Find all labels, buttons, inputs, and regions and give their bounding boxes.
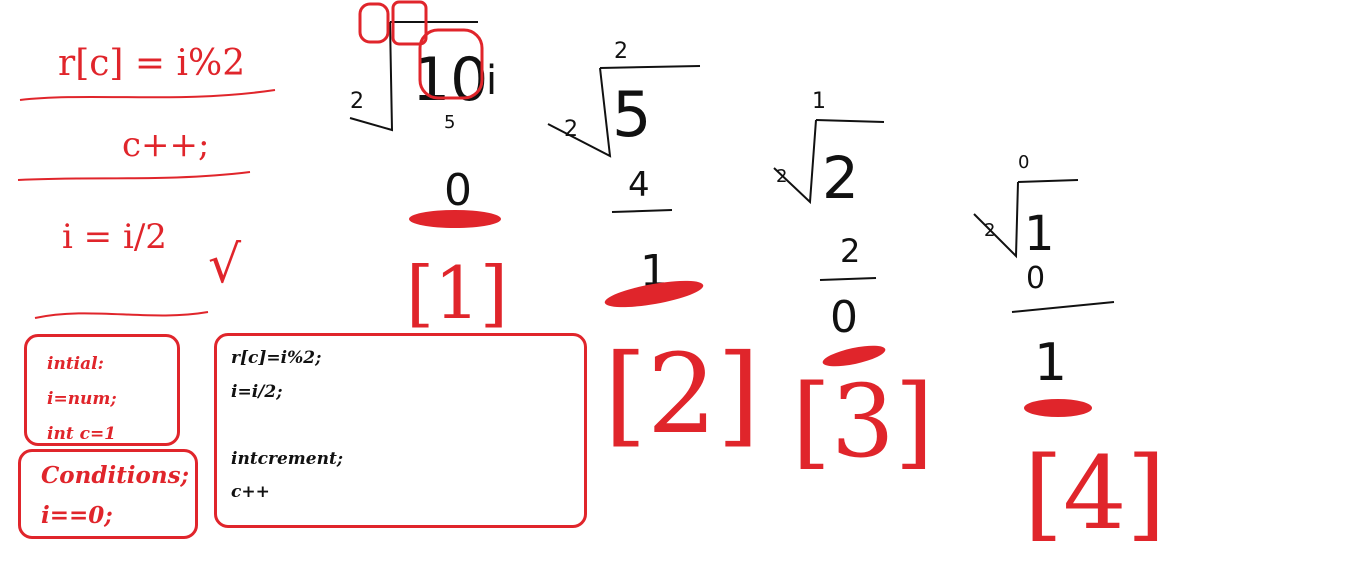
conditions-line: i==0;: [41, 502, 113, 529]
step-3-index: [3]: [792, 363, 934, 480]
step-4-index: [4]: [1024, 435, 1166, 552]
division-step-3: 2 2 1 2 0 [3]: [773, 89, 934, 480]
body-line: [231, 409, 584, 443]
divider-line: [34, 311, 209, 319]
step-2-quotient: 2: [614, 39, 628, 64]
initial-line: int c=1: [47, 424, 117, 444]
division-step-4: 2 1 0 0 1 [4]: [973, 152, 1166, 552]
conditions-box: Conditions; i==0;: [18, 449, 198, 539]
division-step-1: 2 10 i 5 0 [1]: [349, 0, 508, 335]
step-2-divisor: 2: [564, 117, 578, 142]
update-note: i = i/2: [62, 217, 167, 257]
step-2-subtract: 4: [628, 165, 650, 205]
body-line: c++: [231, 482, 270, 502]
step-1-dividend: 10: [412, 45, 488, 115]
title-formula: r[c] = i%2: [58, 43, 245, 84]
step-1-index: [1]: [406, 251, 508, 335]
step-1-remainder: 0: [444, 165, 472, 216]
step-3-quotient: 1: [812, 89, 826, 114]
division-step-2: 2 5 2 4 1 [2]: [547, 39, 760, 458]
initial-box: intial: i=num; int c=1: [24, 334, 180, 446]
step-3-divisor: 2: [776, 166, 787, 187]
step-4-quotient: 0: [1018, 152, 1029, 173]
body-line: i=i/2;: [231, 381, 283, 402]
increment-note: c++;: [122, 125, 209, 165]
step-4-dividend: 1: [1024, 206, 1055, 262]
check-mark: √: [208, 235, 242, 295]
step-3-dividend: 2: [822, 144, 859, 212]
step-4-remainder: 1: [1034, 333, 1067, 393]
initial-line: i=num;: [47, 389, 117, 409]
step-4-divisor: 2: [984, 220, 995, 241]
body-line: intcrement;: [231, 448, 344, 469]
step-2-dividend: 5: [612, 78, 651, 151]
step-4-subtract: 0: [1026, 261, 1045, 296]
divider-line: [19, 89, 276, 101]
step-3-subtract: 2: [840, 232, 860, 270]
step-1-divisor: 2: [350, 89, 364, 114]
body-line: r[c]=i%2;: [231, 348, 322, 368]
step-1-label: i: [486, 58, 497, 104]
conditions-line: Conditions;: [41, 462, 190, 489]
step-3-remainder: 0: [830, 292, 858, 343]
step-1-quotient: 5: [444, 112, 455, 133]
step-2-index: [2]: [604, 330, 760, 458]
divider-line: [17, 171, 251, 181]
loop-body-box: r[c]=i%2; i=i/2; intcrement; c++: [214, 333, 587, 528]
initial-line: intial:: [47, 354, 104, 374]
